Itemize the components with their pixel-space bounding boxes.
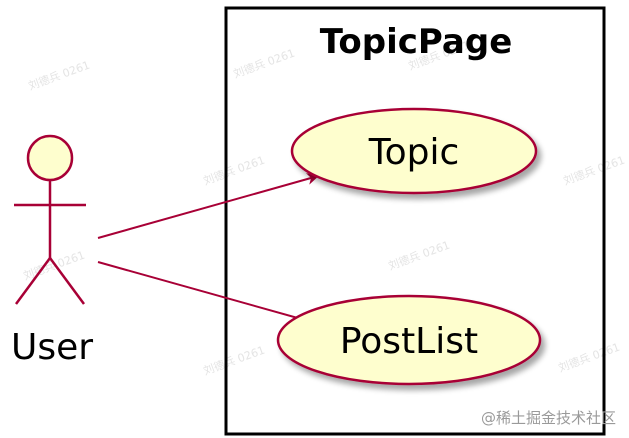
actor-user xyxy=(14,134,86,305)
watermark-text: 刘德兵 0261 xyxy=(386,238,451,273)
usecase-label: Topic xyxy=(368,132,460,173)
usecase-ellipse xyxy=(276,294,542,386)
association-user-postlist xyxy=(97,261,314,325)
system-boundary: TopicPage xyxy=(224,6,606,436)
watermark-text: 刘德兵 0261 xyxy=(201,153,266,188)
usecase-postlist: PostList xyxy=(276,294,542,386)
actor-right-leg xyxy=(48,257,86,305)
association-user-topic xyxy=(97,173,320,239)
actor-label: User xyxy=(11,327,93,368)
watermark-text: 刘德兵 0261 xyxy=(561,153,626,188)
usecase-label: PostList xyxy=(340,321,478,362)
actor-left-leg xyxy=(14,257,52,305)
watermark-text: 刘德兵 0261 xyxy=(556,340,621,375)
actor-head xyxy=(26,134,74,182)
watermark-text: 刘德兵 0261 xyxy=(26,58,91,93)
association-lines xyxy=(97,173,320,325)
watermark-text: 刘德兵 0261 xyxy=(201,343,266,378)
watermark-text: 刘德兵 0261 xyxy=(231,46,296,81)
boundary-title: TopicPage xyxy=(320,22,513,62)
usecase-ellipse xyxy=(290,107,538,195)
usecase-topic: Topic xyxy=(290,107,538,195)
source-credit: @稀土掘金技术社区 xyxy=(481,409,616,427)
boundary-rect xyxy=(224,6,606,436)
